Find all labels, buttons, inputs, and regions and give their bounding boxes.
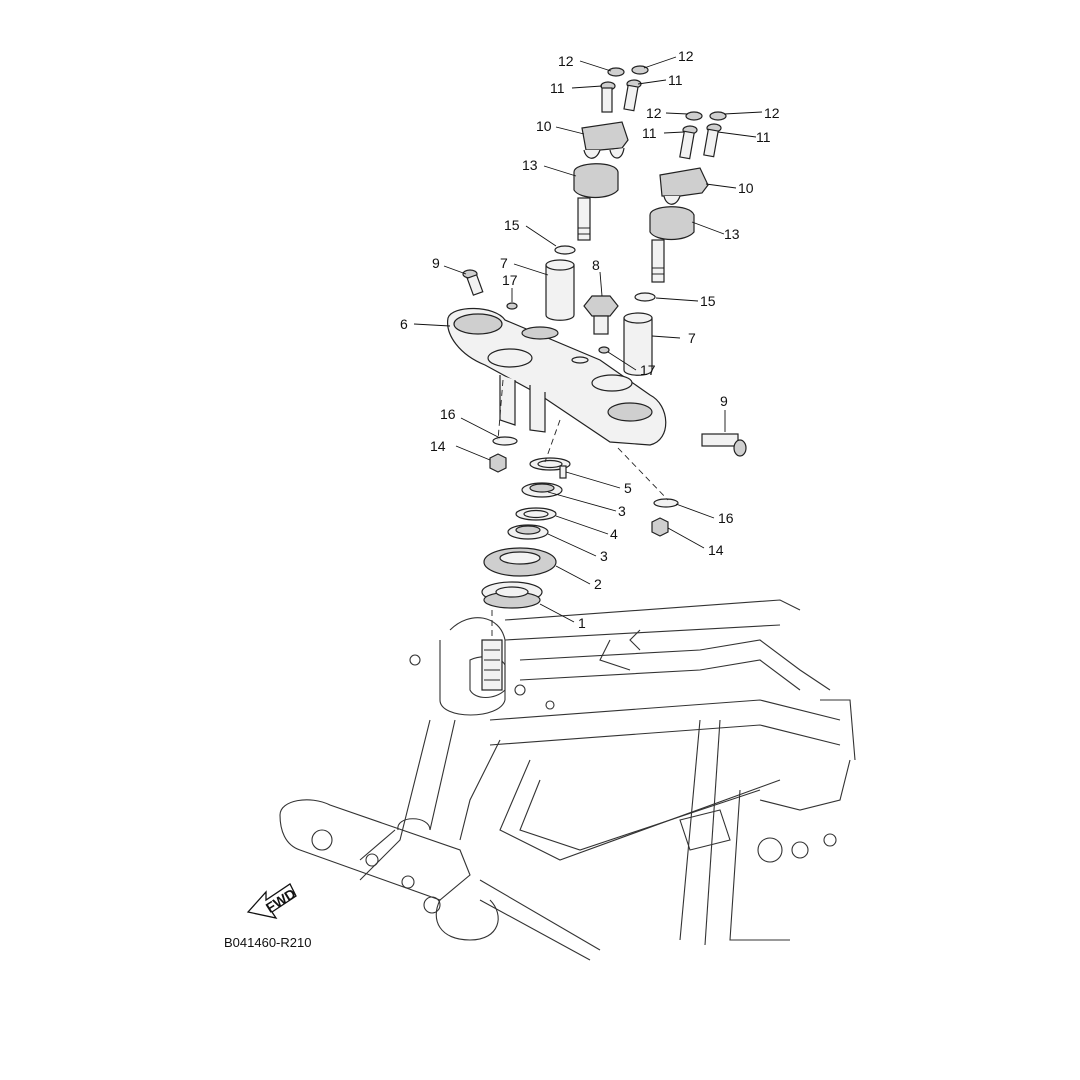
callout-16: 16	[718, 510, 734, 526]
callout-11: 11	[642, 125, 657, 141]
part-15-washer-left	[554, 245, 576, 255]
callout-16: 16	[440, 406, 456, 422]
callout-12: 12	[764, 105, 780, 121]
part-1-bearing	[481, 581, 543, 609]
part-7-riser-left	[521, 259, 575, 340]
part-6-upper-bracket	[447, 307, 667, 446]
part-4-washer	[515, 507, 557, 521]
part-9-bolt-right	[701, 433, 747, 457]
callout-labels: 12 12 11 11 12 12 11 11 10 10 13 13 15 1…	[400, 48, 780, 631]
callout-13: 13	[724, 226, 740, 242]
callout-5: 5	[624, 480, 632, 496]
part-2-seal	[483, 547, 557, 577]
callout-17: 17	[502, 272, 518, 288]
callout-10: 10	[536, 118, 552, 134]
callout-9: 9	[432, 255, 440, 271]
callout-8: 8	[592, 257, 600, 273]
callout-12: 12	[678, 48, 694, 64]
callout-11: 11	[550, 80, 565, 96]
part-14-nut-right	[651, 517, 669, 537]
part-3-ring-nut-upper	[521, 482, 563, 498]
part-17-cap-right	[598, 346, 610, 354]
motorcycle-frame	[279, 599, 856, 961]
part-11-bolt-1	[600, 81, 616, 113]
assembly-lines	[491, 379, 669, 640]
callout-12: 12	[646, 105, 662, 121]
diagram-code: B041460-R210	[224, 935, 311, 950]
part-13-holder-lower-right	[649, 206, 695, 283]
callout-11: 11	[756, 129, 771, 145]
part-10-holder-upper-right	[659, 167, 709, 205]
callout-3: 3	[600, 548, 608, 564]
part-12-caps	[607, 65, 727, 121]
callout-13: 13	[522, 157, 538, 173]
callout-7: 7	[688, 330, 696, 346]
callout-2: 2	[594, 576, 602, 592]
callout-7: 7	[500, 255, 508, 271]
part-17-cap-left	[506, 302, 518, 310]
part-7-riser-right	[623, 312, 653, 376]
callout-17: 17	[640, 362, 656, 378]
steering-stem	[481, 639, 503, 691]
callout-14: 14	[430, 438, 446, 454]
callout-9: 9	[720, 393, 728, 409]
part-8-stem-bolt	[583, 295, 619, 335]
callout-3: 3	[618, 503, 626, 519]
leader-lines	[413, 56, 763, 623]
part-14-nut-left	[489, 453, 507, 473]
callout-15: 15	[504, 217, 520, 233]
part-9-bolt-left	[462, 269, 484, 296]
callout-15: 15	[700, 293, 716, 309]
part-15-washer-right	[634, 292, 656, 302]
part-5-lock-washer	[529, 457, 571, 479]
callout-6: 6	[400, 316, 408, 332]
part-10-holder-upper-left	[581, 121, 629, 159]
callout-10: 10	[738, 180, 754, 196]
callout-14: 14	[708, 542, 724, 558]
callout-11: 11	[668, 72, 683, 88]
callout-12: 12	[558, 53, 574, 69]
callout-4: 4	[610, 526, 618, 542]
callout-1: 1	[578, 615, 586, 631]
fwd-arrow-icon: FWD	[246, 883, 298, 919]
part-13-holder-lower-left	[573, 163, 619, 241]
part-11-bolt-2	[623, 79, 642, 112]
part-11-bolt-4	[703, 123, 722, 158]
part-3-ring-nut-lower	[507, 524, 549, 540]
part-16-washer-right	[653, 498, 679, 508]
part-11-bolt-3	[679, 125, 698, 160]
part-16-washer-left	[492, 436, 518, 446]
